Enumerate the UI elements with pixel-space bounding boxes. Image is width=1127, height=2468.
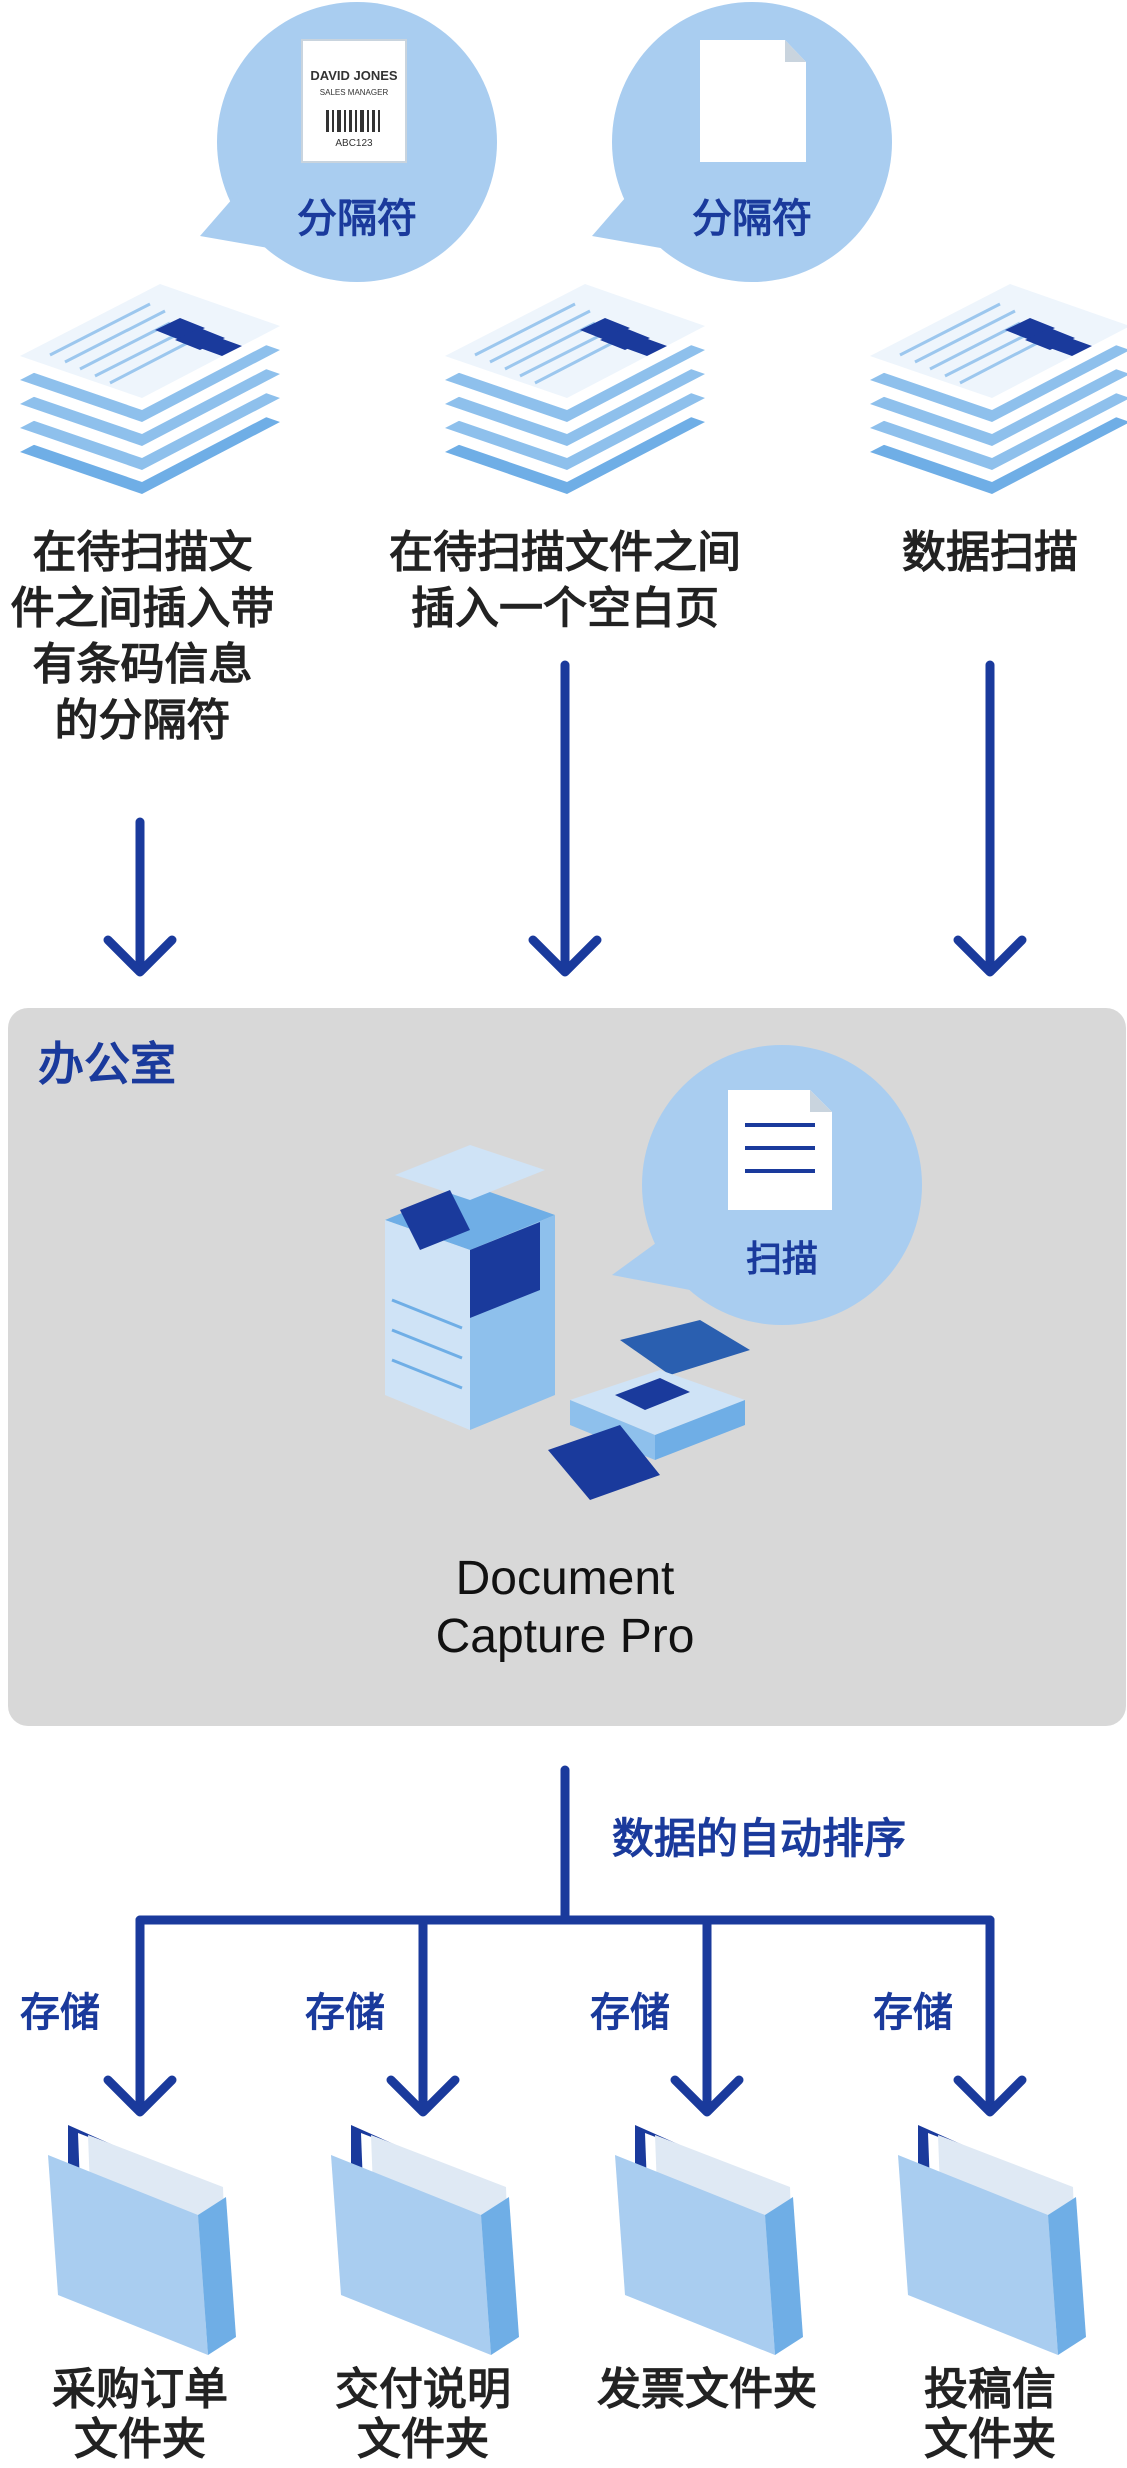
store-label: 存储 — [873, 1990, 953, 2036]
folder-icon — [48, 2125, 236, 2355]
scanner-icon — [548, 1320, 750, 1500]
folder-label-purchase-orders: 采购订单 文件夹 — [52, 2364, 228, 2465]
step-label-blank: 在待扫描文件之间 插入一个空白页 — [389, 527, 741, 634]
card-name: DAVID JONES — [310, 68, 398, 83]
printer-icon — [385, 1145, 555, 1430]
arrow-down-icon — [103, 817, 177, 977]
arrow-down-icon — [953, 660, 1027, 977]
office-panel — [8, 1008, 1126, 1726]
separator-label-1: 分隔符 — [297, 196, 417, 242]
separator-label-2: 分隔符 — [692, 196, 812, 242]
card-code: ABC123 — [335, 138, 373, 149]
step-label-scan: 数据扫描 — [902, 527, 1078, 578]
arrow-down-icon — [670, 2075, 744, 2117]
scan-label: 扫描 — [745, 1239, 818, 1280]
arrow-down-icon — [103, 2075, 177, 2117]
card-title: SALES MANAGER — [319, 88, 389, 97]
barcode-separator-card — [301, 39, 407, 163]
separator-bubble-blank — [592, 2, 892, 282]
step-label-barcode: 在待扫描文 件之间插入带 有条码信息 的分隔符 — [10, 527, 275, 746]
folder-icon — [331, 2125, 519, 2355]
barcode-icon — [326, 110, 380, 132]
store-label: 存储 — [20, 1990, 100, 2036]
scan-bubble — [612, 1045, 922, 1325]
arrow-down-icon — [528, 660, 602, 977]
product-name: Document Capture Pro — [435, 1552, 695, 1663]
folder-label-invoices: 发票文件夹 — [597, 2364, 817, 2415]
blank-page-icon — [700, 40, 806, 162]
folder-icon — [615, 2125, 803, 2355]
arrow-down-icon — [953, 2075, 1027, 2117]
folder-label-delivery-notes: 交付说明 文件夹 — [335, 2364, 511, 2465]
separator-bubble-barcode — [200, 2, 497, 282]
auto-sort-label: 数据的自动排序 — [612, 1814, 907, 1863]
folder-label-submissions: 投稿信 文件夹 — [924, 2364, 1056, 2465]
sort-branch — [103, 1765, 1027, 2117]
office-title: 办公室 — [38, 1037, 176, 1091]
folder-icon — [898, 2125, 1086, 2355]
store-label: 存储 — [590, 1990, 670, 2036]
store-label: 存储 — [305, 1990, 385, 2036]
arrow-down-icon — [386, 2075, 460, 2117]
